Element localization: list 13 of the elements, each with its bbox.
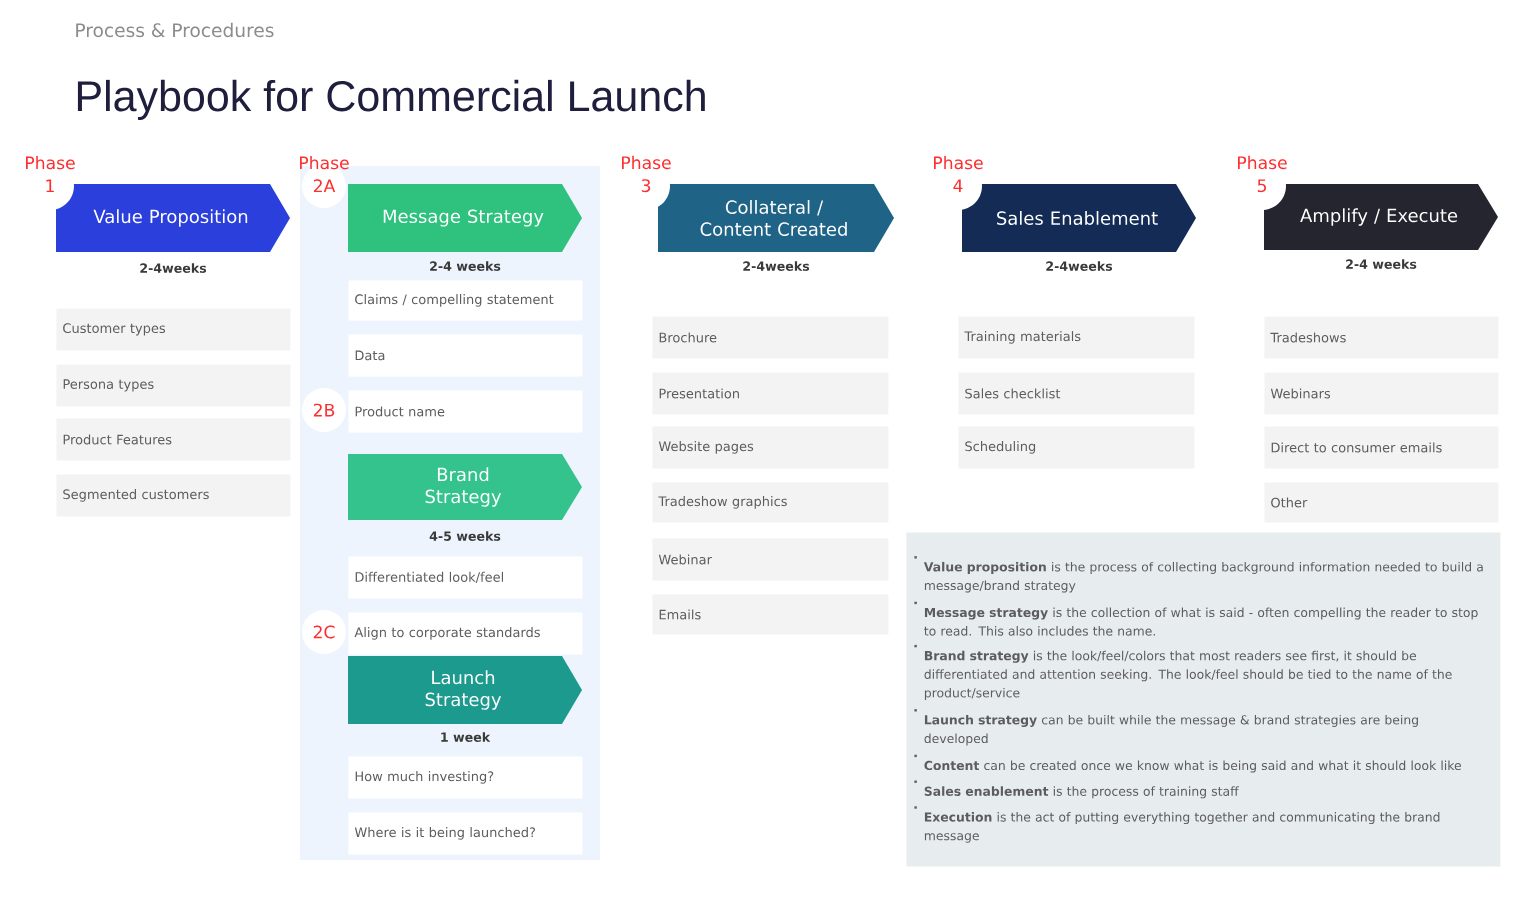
phase-banner: Amplify / Execute (1264, 184, 1498, 250)
number-badge: 2B (302, 388, 346, 432)
phase-banner: Message Strategy (348, 184, 582, 252)
phase-banner: Brand Strategy (348, 454, 582, 520)
phase-banner: Launch Strategy (348, 656, 582, 724)
number-badge: 2C (302, 610, 346, 654)
subtitle: Process & Procedures (76, 22, 274, 38)
phase-label: Phase 2A (300, 156, 349, 208)
notes-panel (906, 532, 1501, 867)
phase-banner: Collateral / Content Created (658, 184, 894, 252)
phase-banner: Value Proposition (56, 184, 290, 252)
title: Playbook for Commercial Launch (77, 79, 705, 120)
phase-banner: Sales Enablement (962, 184, 1196, 252)
